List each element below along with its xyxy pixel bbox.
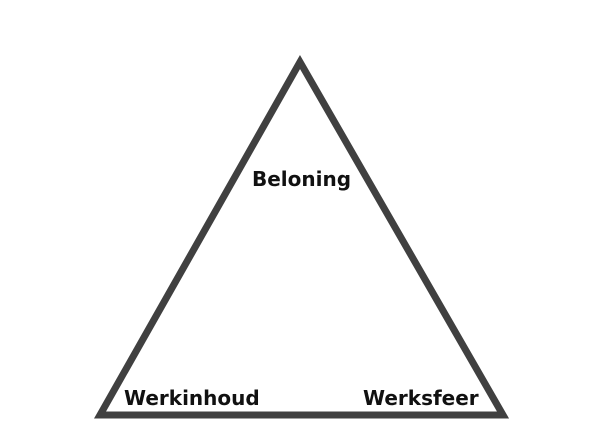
label-beloning: Beloning xyxy=(252,167,352,191)
label-werksfeer: Werksfeer xyxy=(363,386,479,410)
label-werkinhoud: Werkinhoud xyxy=(124,386,260,410)
triangle xyxy=(93,54,510,419)
